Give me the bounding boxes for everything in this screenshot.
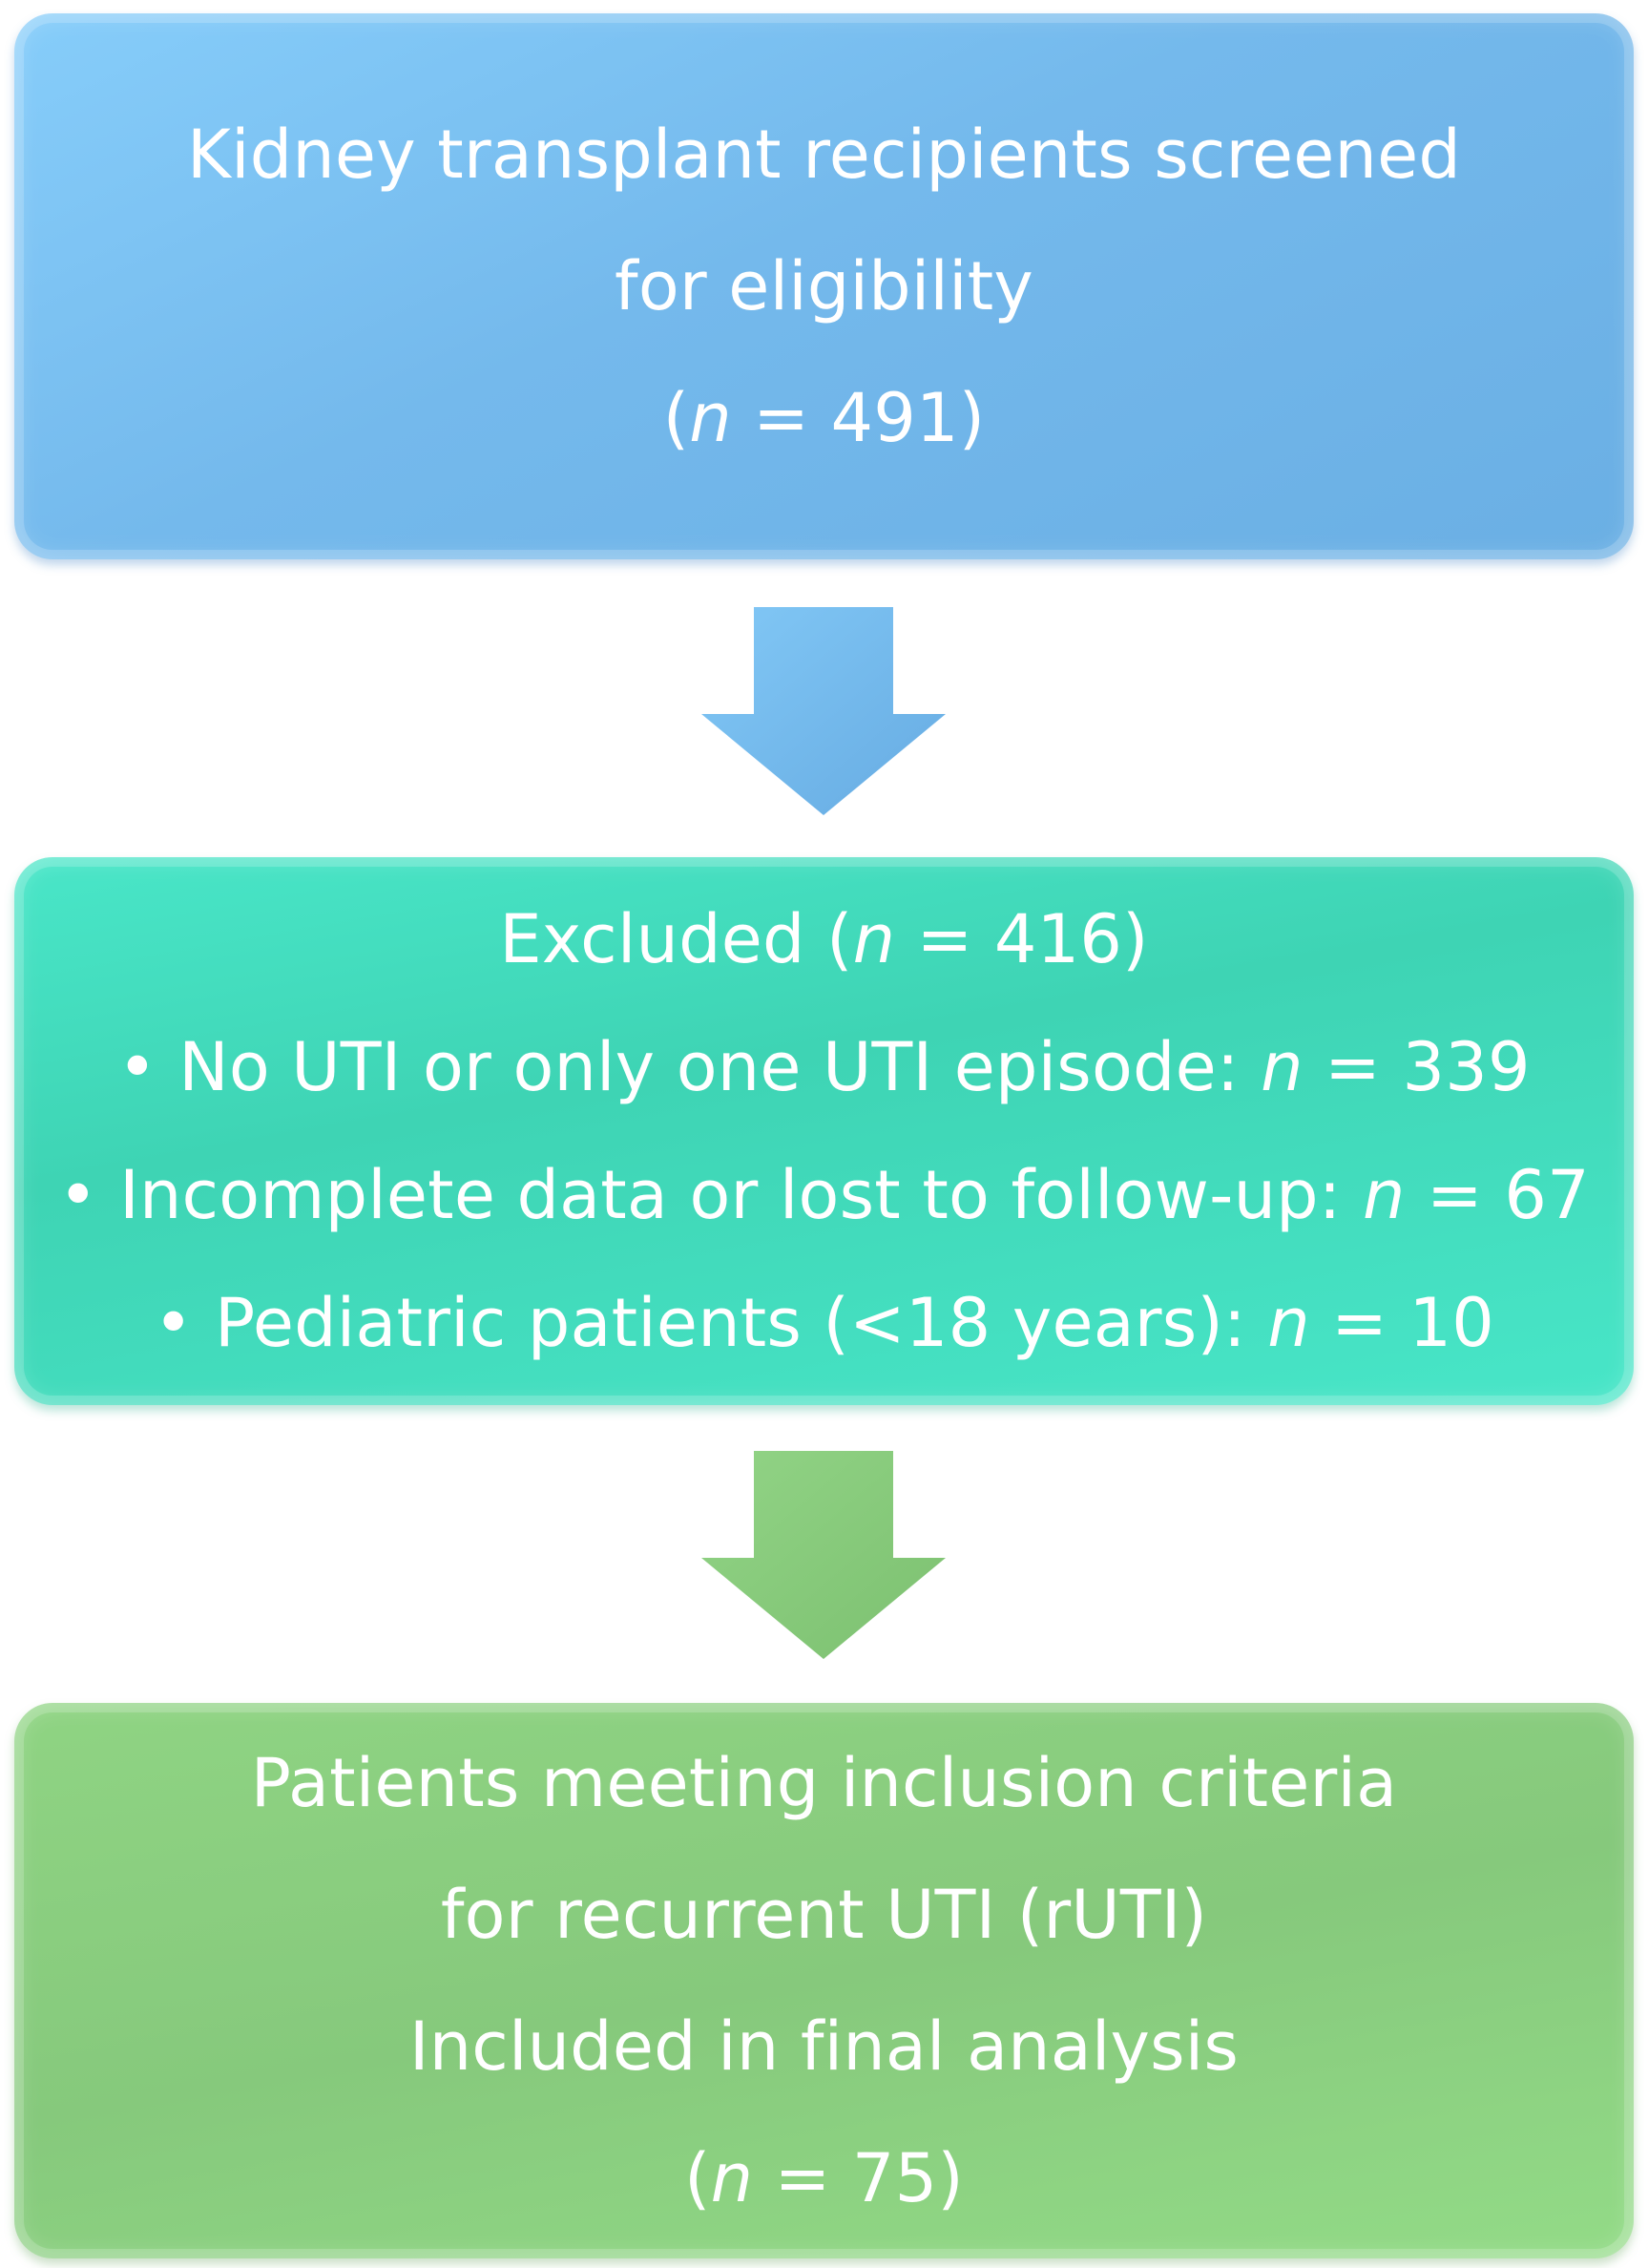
excluded-item-var: n <box>1267 1284 1310 1362</box>
excluded-item-text: No UTI or only one UTI episode: <box>178 1028 1262 1106</box>
excluded-item-value: = 10 <box>1309 1284 1495 1362</box>
excluded-item-var: n <box>1363 1156 1406 1234</box>
excluded-title-value: = 416) <box>895 900 1149 978</box>
included-line-3: Included in final analysis <box>408 2007 1240 2086</box>
excluded-box: Excluded (n = 416) • No UTI or only one … <box>14 857 1634 1405</box>
included-count: (n = 75) <box>684 2145 964 2212</box>
excluded-item-pediatric: • Pediatric patients (<18 years): n = 10 <box>154 1290 1494 1356</box>
excluded-item-var: n <box>1261 1028 1304 1106</box>
bullet: • <box>117 1028 157 1106</box>
excluded-title-var: n <box>852 900 896 978</box>
excluded-title: Excluded (n = 416) <box>499 906 1148 973</box>
screening-count: (n = 491) <box>663 385 986 452</box>
excluded-item-value: = 339 <box>1303 1028 1531 1106</box>
down-arrow-icon <box>701 1451 946 1659</box>
excluded-item-text: Incomplete data or lost to follow-up: <box>119 1156 1364 1234</box>
screening-line-2: for eligibility <box>615 247 1033 326</box>
bullet: • <box>58 1156 98 1234</box>
included-line-1: Patients meeting inclusion criteria <box>250 1744 1398 1822</box>
excluded-title-prefix: Excluded ( <box>499 900 853 978</box>
screening-box: Kidney transplant recipients screened fo… <box>14 13 1634 559</box>
excluded-item-incomplete: • Incomplete data or lost to follow-up: … <box>58 1162 1590 1228</box>
included-count-var: n <box>710 2139 754 2217</box>
included-count-value: = 75) <box>753 2139 964 2217</box>
screening-count-var: n <box>689 379 732 457</box>
screening-count-open: ( <box>662 379 690 457</box>
included-count-open: ( <box>684 2139 711 2217</box>
down-arrow-icon <box>701 607 946 815</box>
bullet: • <box>153 1284 194 1362</box>
screening-line-1: Kidney transplant recipients screened <box>186 116 1461 194</box>
included-line-2: for recurrent UTI (rUTI) <box>440 1876 1208 1954</box>
excluded-item-value: = 67 <box>1405 1156 1590 1234</box>
screening-count-value: = 491) <box>731 379 986 457</box>
included-box: Patients meeting inclusion criteria for … <box>14 1703 1634 2258</box>
excluded-item-text: Pediatric patients (<18 years): <box>214 1284 1268 1362</box>
excluded-item-no-uti: • No UTI or only one UTI episode: n = 33… <box>117 1034 1530 1101</box>
